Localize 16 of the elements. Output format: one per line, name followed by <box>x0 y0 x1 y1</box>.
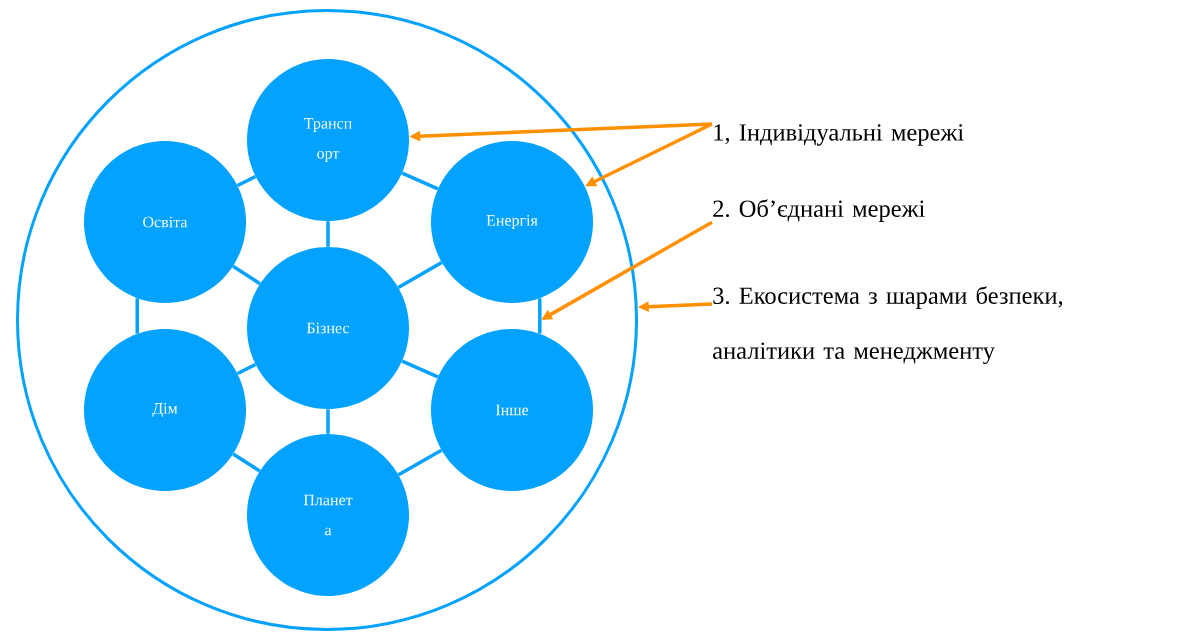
connector-line <box>538 298 542 334</box>
callout-text: 3. Екосистема з шарами безпеки, аналітики та менеджменту <box>713 286 1063 364</box>
connector-line <box>135 298 139 334</box>
connector-line <box>397 261 443 289</box>
connector-line <box>236 362 257 376</box>
connector-line <box>401 171 439 191</box>
outer-circle <box>16 9 638 631</box>
connector-line <box>326 409 330 434</box>
callout-text: 2. Об’єднані мережі <box>713 199 925 222</box>
connector-line <box>401 359 439 379</box>
connector-line <box>397 448 443 477</box>
callout-text: 1, Індивідуальні мережі <box>714 124 964 146</box>
connector-line <box>326 221 330 247</box>
connector-line <box>232 452 261 473</box>
connector-line <box>236 174 257 188</box>
connector-line <box>232 264 261 286</box>
